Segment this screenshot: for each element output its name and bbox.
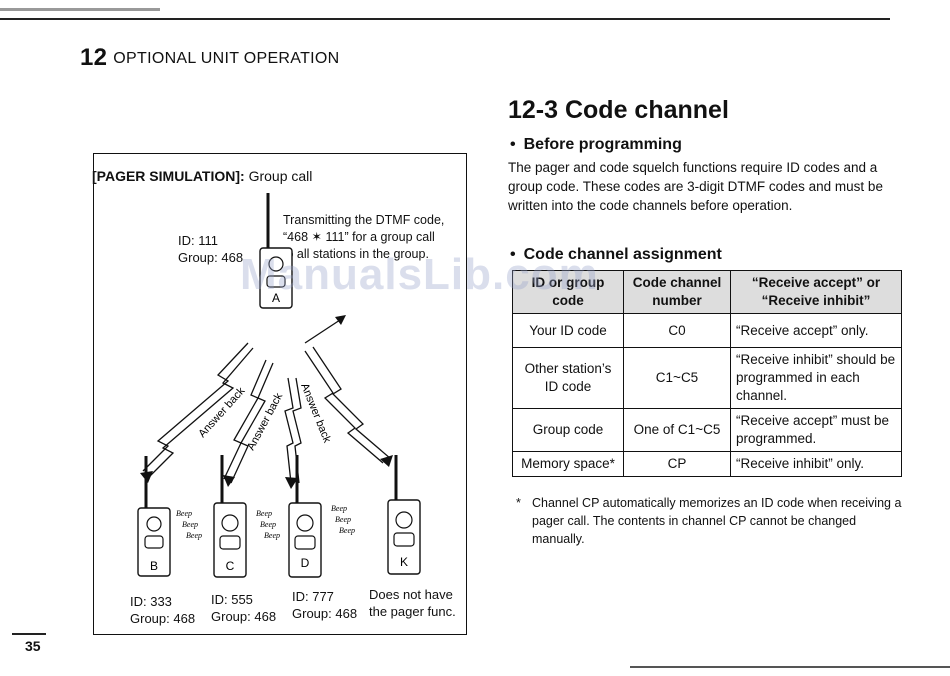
simulation-title-rest: Group call bbox=[244, 168, 313, 184]
assignment-heading: • Code channel assignment bbox=[510, 246, 722, 264]
watermark: ManualsLib.com bbox=[240, 250, 599, 299]
station-id: ID: 333 bbox=[130, 594, 172, 609]
beep-text: Beep bbox=[176, 509, 192, 518]
before-programming-heading: • Before programming bbox=[510, 136, 682, 154]
transmit-line: Transmitting the DTMF code, bbox=[283, 213, 445, 227]
table-cell: “Receive accept” only. bbox=[730, 313, 902, 348]
radio-label: B bbox=[150, 559, 158, 573]
radio-label: D bbox=[301, 556, 310, 570]
page-number: 35 bbox=[25, 638, 41, 654]
station-group: Group: 468 bbox=[211, 609, 277, 624]
radio-label: A bbox=[272, 291, 280, 305]
table-cell: Your ID code bbox=[512, 313, 624, 348]
beep-text: Beep bbox=[264, 531, 280, 540]
pager-simulation-box bbox=[93, 153, 467, 635]
before-programming-text: The pager and code squelch functions req… bbox=[508, 160, 883, 213]
beep-text: Beep bbox=[260, 520, 276, 529]
bullet-icon: • bbox=[510, 136, 516, 153]
station-c-info: ID: 555 Group: 468 bbox=[211, 591, 276, 625]
station-b-info: ID: 333 Group: 468 bbox=[130, 593, 195, 627]
table-cell: “Receive inhibit” only. bbox=[730, 451, 902, 477]
station-id: ID: 555 bbox=[211, 592, 253, 607]
table-cell: “Receive inhibit” should be programmed i… bbox=[730, 347, 902, 409]
transmission-arrows bbox=[142, 317, 392, 484]
radio-c-icon: C Beep Beep Beep bbox=[213, 455, 280, 578]
table-cell: C0 bbox=[623, 313, 731, 348]
section-title: 12-3 Code channel bbox=[508, 96, 729, 124]
footnote-mark: * bbox=[516, 496, 521, 510]
heading-text: Code channel assignment bbox=[523, 246, 722, 263]
table-header-row: ID or group code Code channel number “Re… bbox=[512, 270, 902, 314]
station-d-info: ID: 777 Group: 468 bbox=[292, 588, 357, 622]
column-header: “Receive accept” or “Receive inhibit” bbox=[730, 270, 902, 314]
arrow-heads bbox=[140, 315, 393, 489]
table-cell: Group code bbox=[512, 408, 624, 452]
radio-d-icon: D Beep Beep Beep bbox=[288, 455, 355, 578]
station-id: ID: 777 bbox=[292, 589, 334, 604]
table-cell: One of C1~C5 bbox=[623, 408, 731, 452]
table-row: Group code One of C1~C5 “Receive accept”… bbox=[512, 408, 902, 452]
table-row: Other station’s ID code C1~C5 “Receive i… bbox=[512, 347, 902, 409]
table-row: Memory space* CP “Receive inhibit” only. bbox=[512, 451, 902, 477]
footnote-text: Channel CP automatically memorizes an ID… bbox=[532, 496, 902, 546]
station-note: Does not have bbox=[369, 587, 453, 602]
table-cell: “Receive accept” must be programmed. bbox=[730, 408, 902, 452]
caller-id: ID: 111 bbox=[178, 233, 218, 248]
chapter-header: 12 OPTIONAL UNIT OPERATION bbox=[80, 44, 340, 72]
table-cell: Memory space* bbox=[512, 451, 624, 477]
page-number-rule bbox=[12, 633, 46, 635]
pager-diagram: A Answer back Answer back Answer back B bbox=[137, 193, 421, 578]
table-cell: CP bbox=[623, 451, 731, 477]
top-rule-fade bbox=[0, 8, 160, 11]
simulation-title-bold: [PAGER SIMULATION]: bbox=[92, 168, 245, 184]
heading-text: Before programming bbox=[523, 136, 682, 153]
station-group: Group: 468 bbox=[292, 606, 358, 621]
station-k-info: Does not have the pager func. bbox=[369, 586, 456, 620]
station-note: the pager func. bbox=[369, 604, 456, 619]
code-channel-table: ID or group code Code channel number “Re… bbox=[512, 270, 902, 477]
column-header: Code channel number bbox=[623, 270, 731, 314]
beep-text: Beep bbox=[339, 526, 355, 535]
transmit-line: “468 ✶ 111” for a group call bbox=[283, 230, 435, 244]
radio-a-icon: A bbox=[259, 193, 293, 309]
column-header: ID or group code bbox=[512, 270, 624, 314]
beep-text: Beep bbox=[335, 515, 351, 524]
radio-label: K bbox=[400, 555, 408, 569]
beep-text: Beep bbox=[256, 509, 272, 518]
caller-group: Group: 468 bbox=[178, 250, 244, 265]
answer-back-label: Answer back bbox=[245, 391, 285, 453]
caller-info: ID: 111 Group: 468 bbox=[178, 232, 243, 266]
beep-text: Beep bbox=[182, 520, 198, 529]
transmit-note: Transmitting the DTMF code, “468 ✶ 111” … bbox=[283, 212, 463, 263]
station-group: Group: 468 bbox=[130, 611, 196, 626]
transmit-line: to all stations in the group. bbox=[283, 247, 429, 261]
chapter-number: 12 bbox=[80, 44, 108, 71]
answer-back-label: Answer back bbox=[298, 382, 333, 445]
beep-text: Beep bbox=[186, 531, 202, 540]
bullet-icon: • bbox=[510, 246, 516, 263]
radio-b-icon: B Beep Beep Beep bbox=[137, 456, 202, 577]
radio-k-icon: K bbox=[387, 455, 421, 575]
radio-label: C bbox=[226, 559, 235, 573]
simulation-title: [PAGER SIMULATION]: Group call bbox=[92, 168, 312, 184]
table-cell: Other station’s ID code bbox=[512, 347, 624, 409]
table-row: Your ID code C0 “Receive accept” only. bbox=[512, 313, 902, 348]
chapter-title: OPTIONAL UNIT OPERATION bbox=[113, 50, 340, 67]
beep-text: Beep bbox=[331, 504, 347, 513]
top-rule bbox=[0, 18, 890, 20]
footnote: * Channel CP automatically memorizes an … bbox=[516, 494, 906, 548]
bottom-rule bbox=[630, 666, 950, 668]
table-cell: C1~C5 bbox=[623, 347, 731, 409]
